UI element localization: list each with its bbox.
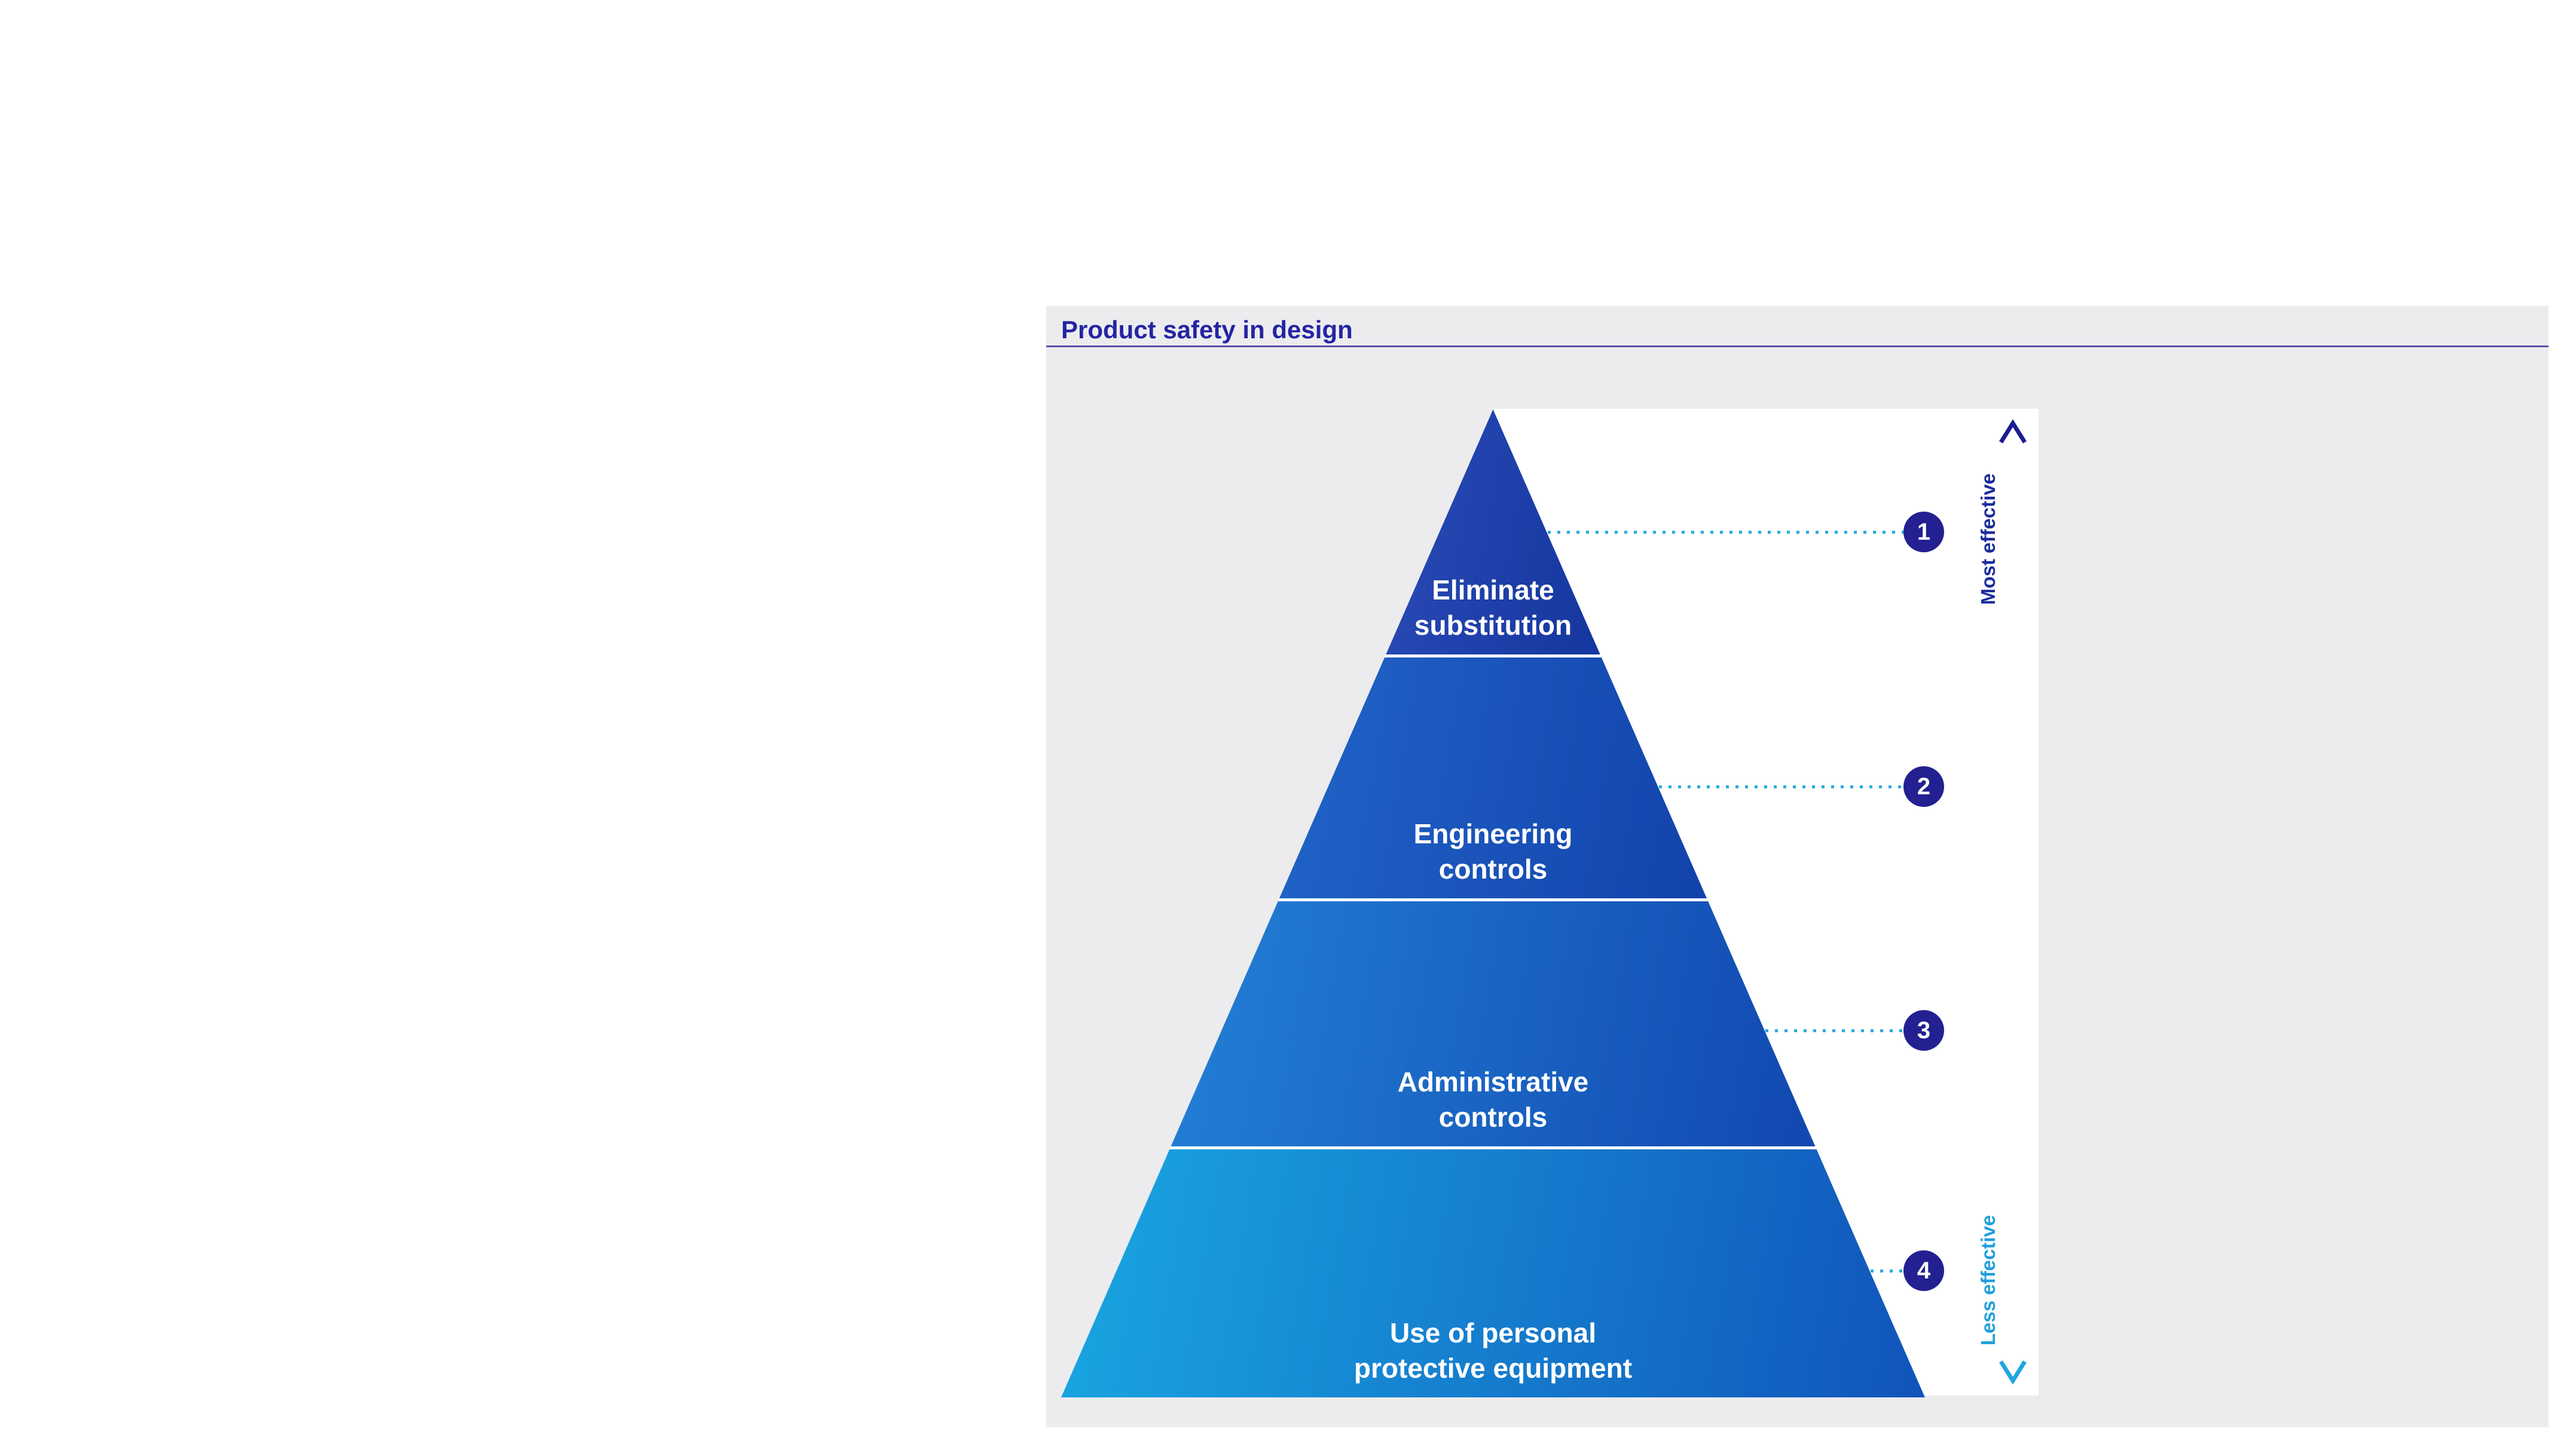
level-3-badge: 3: [1903, 1010, 1944, 1051]
arrow-up-icon: [1999, 419, 2027, 443]
most-effective-label: Most effective: [1977, 473, 1999, 605]
title-divider-rule: [1046, 345, 2549, 347]
dotted-connector-3: [1765, 1029, 1903, 1032]
less-effective-label: Less effective: [1977, 1215, 1999, 1346]
pyramid-level-ppe: Use of personal protective equipment: [1061, 1149, 1925, 1397]
effectiveness-arrow: [1999, 419, 2027, 1385]
level-divider: [1061, 654, 1925, 657]
level-divider: [1061, 1146, 1925, 1149]
dotted-connector-1: [1548, 531, 1903, 534]
pyramid-level-label: Engineering controls: [1413, 818, 1573, 885]
pyramid-level-label: Eliminate substitution: [1414, 574, 1572, 641]
level-1-badge: 1: [1903, 512, 1944, 552]
dotted-connector-2: [1659, 785, 1903, 788]
level-4-badge: 4: [1903, 1250, 1944, 1291]
pyramid-level-label: Administrative controls: [1397, 1066, 1589, 1133]
level-2-badge: 2: [1903, 766, 1944, 807]
level-divider: [1061, 898, 1925, 901]
arrow-down-icon: [1999, 1360, 2027, 1385]
page-title: Product safety in design: [1061, 316, 1353, 344]
dotted-connector-4: [1871, 1269, 1903, 1272]
pyramid-level-label: Use of personal protective equipment: [1353, 1317, 1633, 1384]
